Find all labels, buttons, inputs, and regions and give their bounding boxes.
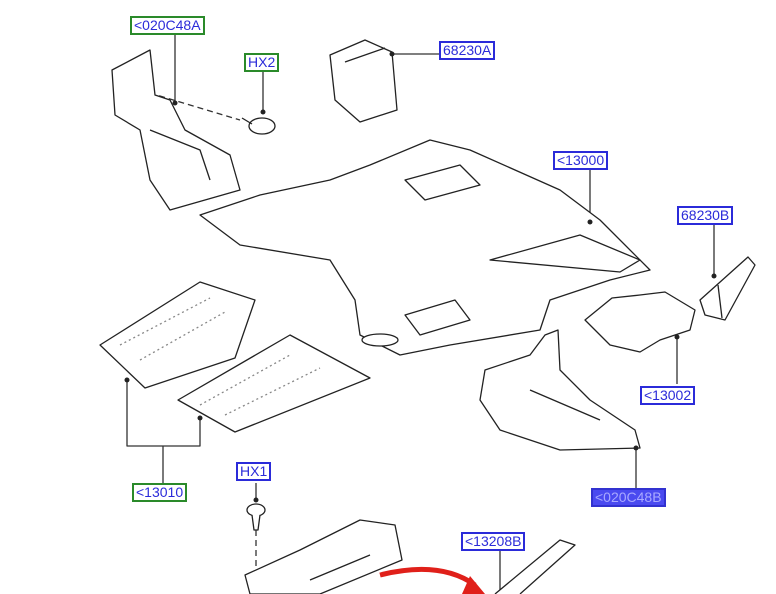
callout-020c48a[interactable]: <020C48A xyxy=(130,16,205,35)
tray-part xyxy=(244,519,403,594)
bracket-020c48a-part xyxy=(111,49,241,211)
callout-020c48b[interactable]: <020C48B xyxy=(591,488,666,507)
screw-hx1-part xyxy=(246,503,266,531)
panel-68230b-part xyxy=(699,256,756,321)
callout-13208b[interactable]: <13208B xyxy=(461,532,526,551)
red-arrow xyxy=(379,566,477,588)
callout-hx1[interactable]: HX1 xyxy=(236,462,272,481)
pad-13002-part xyxy=(584,291,696,353)
leader-lines xyxy=(126,33,715,590)
callout-13002[interactable]: <13002 xyxy=(640,386,696,405)
callout-13000[interactable]: <13000 xyxy=(553,151,609,170)
sill-13208b-part xyxy=(494,539,576,594)
bracket-020c48b-part xyxy=(479,329,641,451)
callout-13010[interactable]: <13010 xyxy=(132,483,188,502)
clip-hx2-part xyxy=(241,117,276,135)
callout-68230a[interactable]: 68230A xyxy=(439,41,496,60)
callout-68230b[interactable]: 68230B xyxy=(677,206,734,225)
floor-mats-13010-part xyxy=(99,281,371,433)
panel-68230a-part xyxy=(329,39,398,123)
carpet-13000-part xyxy=(199,139,651,356)
callout-hx2[interactable]: HX2 xyxy=(244,53,280,72)
